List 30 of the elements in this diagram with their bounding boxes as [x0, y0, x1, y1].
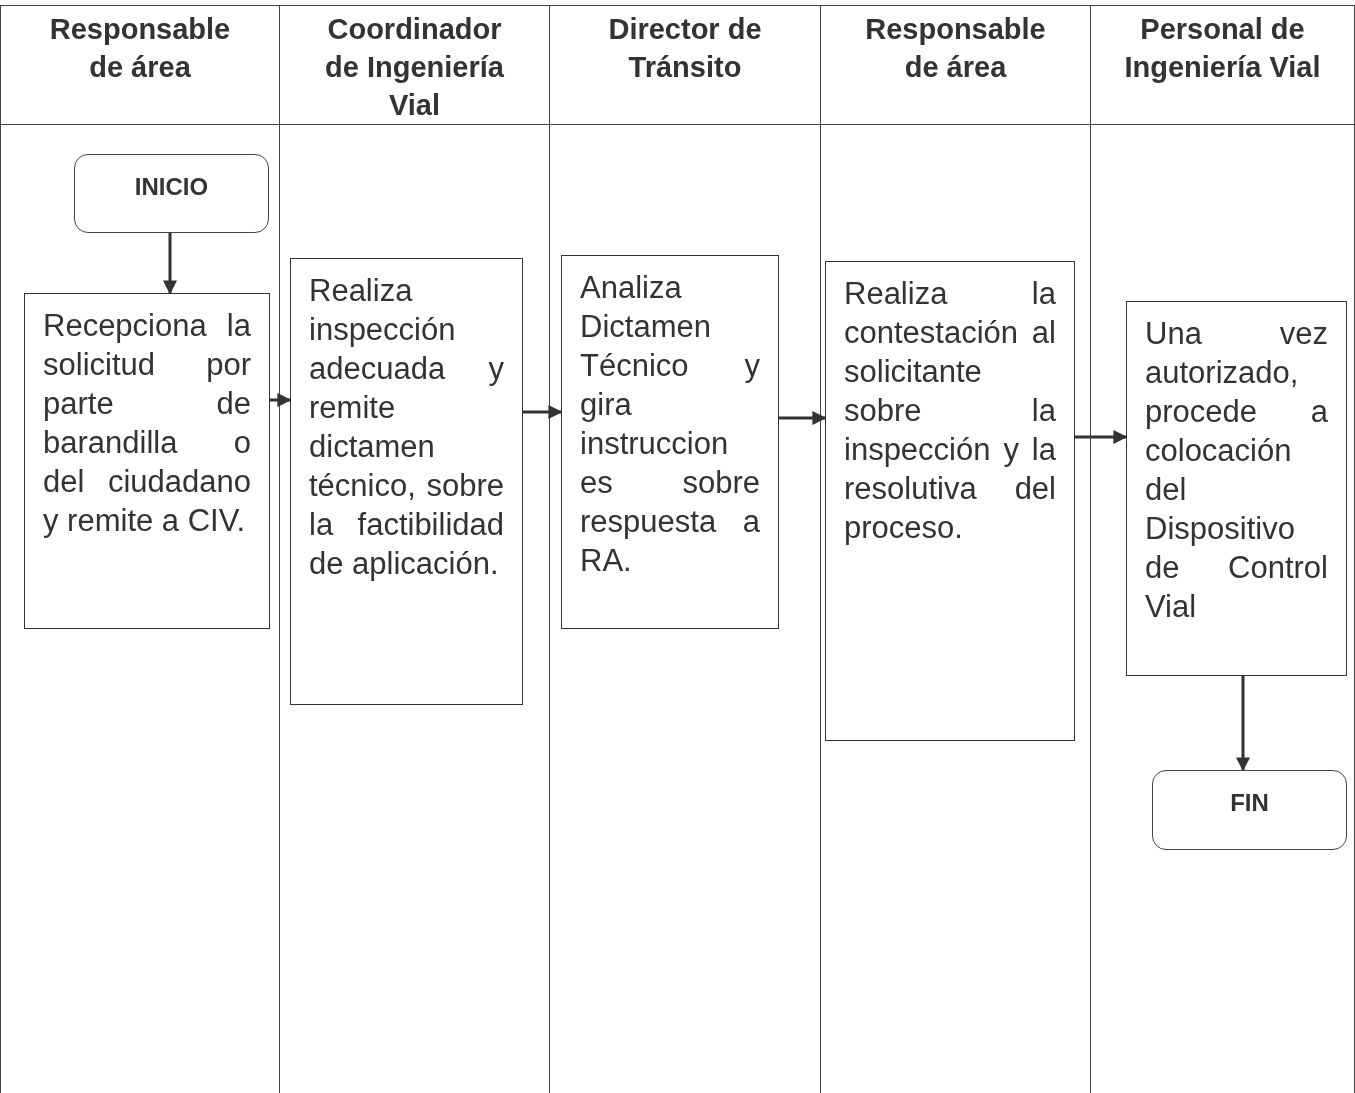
- process-box: [825, 261, 1075, 741]
- step-text: Una vez autorizado, procede a colocación del Dispositivo de Control Vial: [1145, 315, 1328, 626]
- arrow: [1075, 430, 1128, 444]
- lane-header: Coordinador de Ingeniería Vial: [324, 12, 505, 123]
- arrow: [1236, 676, 1250, 772]
- lane-header: Responsable de área: [864, 12, 1047, 85]
- step-text: Realiza inspección adecuada y remite dictamen técnico, sobre la factibilidad de aplicación.: [309, 272, 504, 583]
- terminator-box: [74, 154, 269, 233]
- step-text: Realiza la contestación al solicitante sobre la inspección y la resolutiva del proceso.: [844, 275, 1056, 547]
- swimlane: [549, 5, 820, 1093]
- arrow: [523, 405, 563, 419]
- process-box: [24, 293, 270, 629]
- terminator-label: FIN: [1230, 789, 1269, 817]
- arrow: [779, 411, 827, 425]
- swimlane: [0, 5, 279, 1093]
- terminator-label: INICIO: [134, 173, 209, 201]
- process-box: [290, 258, 523, 705]
- arrow: [270, 393, 292, 407]
- lane-header: Personal de Ingeniería Vial: [1123, 12, 1322, 85]
- swimlane: [1090, 5, 1355, 1093]
- arrow: [163, 233, 177, 295]
- process-box: [561, 255, 779, 629]
- process-box: [1126, 301, 1347, 676]
- swimlane: [279, 5, 549, 1093]
- lane-header: Director de Tránsito: [607, 12, 763, 85]
- step-text: Recepciona la solicitud por parte de barandilla o del ciudadano y remite a CIV.: [43, 307, 251, 540]
- swimlane: [820, 5, 1090, 1093]
- terminator-box: [1152, 770, 1347, 850]
- step-text: Analiza Dictamen Técnico y gira instruccion es sobre respuesta a RA.: [580, 269, 760, 580]
- lane-header: Responsable de área: [48, 12, 232, 85]
